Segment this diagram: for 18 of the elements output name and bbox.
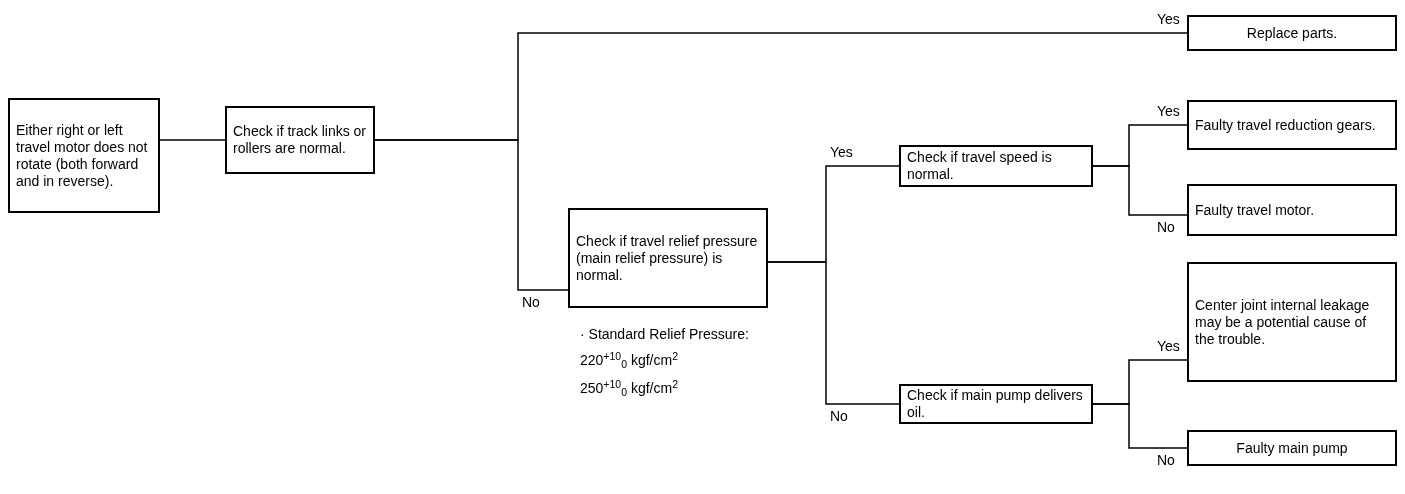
connector-line: [374, 139, 569, 291]
note-text: · Standard Relief Pressure:: [580, 326, 749, 344]
connector-line: [767, 261, 900, 405]
note-text: 250$^{+10}$$_{0}$ kgf/cm$^{2}$: [580, 380, 678, 398]
connector-line: [159, 139, 226, 141]
process-box: Faulty travel reduction gears.: [1187, 100, 1397, 150]
process-box: Check if main pump delivers oil.: [899, 384, 1093, 424]
process-box: Check if travel speed is normal.: [899, 145, 1093, 187]
connector-line: [1092, 165, 1188, 216]
process-box: Check if track links or rollers are normal.: [225, 106, 375, 174]
note-text: 220$^{+10}$$_{0}$ kgf/cm$^{2}$: [580, 352, 678, 370]
process-box: Check if travel relief pressure (main relief pressure) is normal.: [568, 208, 768, 308]
process-box: Center joint internal leakage may be a potential cause of the trouble.: [1187, 262, 1397, 382]
process-box: Replace parts.: [1187, 15, 1397, 51]
connector-line: [1092, 403, 1188, 449]
process-box: Faulty travel motor.: [1187, 184, 1397, 236]
process-box: Faulty main pump: [1187, 430, 1397, 466]
process-box: Either right or left travel motor does not rotate (both forward and in reverse).: [8, 98, 160, 213]
